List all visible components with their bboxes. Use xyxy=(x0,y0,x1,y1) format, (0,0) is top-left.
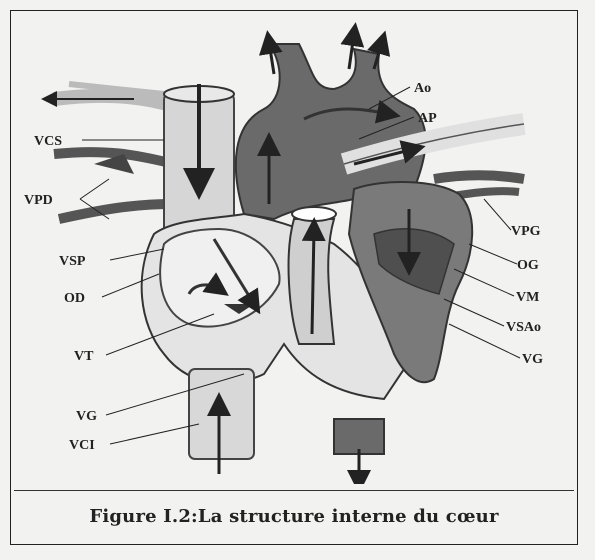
caption-box: Figure I.2:La structure interne du cœur xyxy=(14,490,574,542)
label-vpd: VPD xyxy=(24,193,53,208)
label-og: OG xyxy=(517,258,539,273)
label-vsp: VSP xyxy=(59,254,86,269)
descending-aorta xyxy=(334,419,384,482)
label-vsao: VSAo xyxy=(506,320,541,335)
inferior-vena-cava xyxy=(189,369,254,474)
label-vg-right: VG xyxy=(522,352,543,367)
right-pulmonary-veins xyxy=(54,152,174,219)
figure-caption: Figure I.2:La structure interne du cœur xyxy=(89,506,498,527)
label-vm: VM xyxy=(516,290,539,305)
ventricular-septum xyxy=(289,207,336,344)
heart-diagram: VCS VPD VSP OD VT VG VCI Ao AP VPG OG VM… xyxy=(14,14,574,484)
label-vg-left: VG xyxy=(76,409,97,424)
label-vt: VT xyxy=(74,349,94,364)
label-ap: AP xyxy=(418,111,437,126)
label-od: OD xyxy=(64,291,85,306)
upper-left-vessels xyxy=(49,84,174,106)
label-vci: VCI xyxy=(69,438,95,453)
label-vcs: VCS xyxy=(34,134,62,149)
label-vpg: VPG xyxy=(511,224,541,239)
label-ao: Ao xyxy=(414,81,431,96)
heart-illustration: VCS VPD VSP OD VT VG VCI Ao AP VPG OG VM… xyxy=(14,14,574,484)
